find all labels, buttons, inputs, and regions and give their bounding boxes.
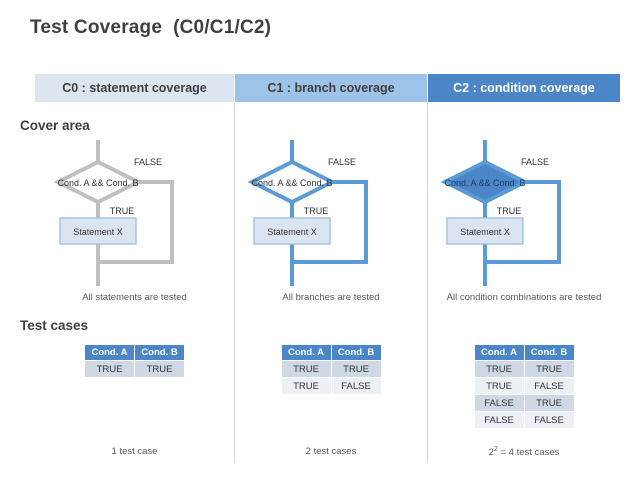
column-header-cell: Cond. A	[473, 344, 525, 361]
table-cell: TRUE	[84, 360, 135, 378]
flow-statement-label-c0: Statement X	[73, 227, 123, 237]
flowchart-c2: Cond. A && Cond. B FALSE TRUE Statement …	[428, 140, 620, 290]
flow-statement-label-c1: Statement X	[267, 227, 317, 237]
table-cell: FALSE	[523, 377, 575, 395]
flow-true-label-c0: TRUE	[110, 206, 135, 216]
flow-condition-label-c0: Cond. A && Cond. B	[57, 178, 138, 188]
table-cell: TRUE	[280, 360, 332, 378]
table-cell: TRUE	[330, 360, 382, 378]
flow-true-label-c1: TRUE	[304, 206, 329, 216]
flow-true-label-c2: TRUE	[497, 206, 522, 216]
row-label-cover-area: Cover area	[20, 118, 90, 133]
test-case-caption-c1: 2 test cases	[305, 446, 357, 457]
table-cell: TRUE	[134, 360, 185, 378]
row-label-test-cases: Test cases	[20, 318, 89, 333]
column-divider-1	[234, 102, 235, 463]
test-case-caption-c0: 1 test case	[111, 446, 158, 457]
test-case-caption-c2: 22 = 4 test cases	[488, 446, 560, 459]
table-cell: FALSE	[473, 394, 525, 412]
table-cell: TRUE	[523, 394, 575, 412]
table-cell: FALSE	[330, 377, 382, 395]
flow-false-label-c2: FALSE	[521, 157, 549, 167]
column-header-cell: Cond. A	[280, 344, 332, 361]
flowchart-c1: Cond. A && Cond. B FALSE TRUE Statement …	[235, 140, 427, 290]
column-divider-2	[427, 102, 428, 463]
flow-caption-c2: All condition combinations are tested	[446, 292, 602, 303]
table-cell: TRUE	[523, 360, 575, 378]
column-header-cell: Cond. B	[134, 344, 185, 361]
flow-caption-c1: All branches are tested	[282, 292, 380, 303]
table-cell: TRUE	[280, 377, 332, 395]
table-cell: FALSE	[473, 411, 525, 429]
exponent: 2	[493, 446, 498, 453]
column-header-c0: C0 : statement coverage	[35, 74, 234, 102]
flowchart-c0: Cond. A && Cond. B FALSE TRUE Statement …	[38, 140, 230, 290]
flow-statement-label-c2: Statement X	[460, 227, 510, 237]
column-header-cell: Cond. B	[523, 344, 575, 361]
column-header-c1: C1 : branch coverage	[235, 74, 427, 102]
flow-false-label-c1: FALSE	[328, 157, 356, 167]
column-header-c2: C2 : condition coverage	[428, 74, 620, 102]
flow-caption-c0: All statements are tested	[82, 292, 187, 303]
table-cell: FALSE	[523, 411, 575, 429]
flow-false-label-c0: FALSE	[134, 157, 162, 167]
flow-condition-label-c1: Cond. A && Cond. B	[251, 178, 332, 188]
column-header-cell: Cond. B	[330, 344, 382, 361]
page-title: Test Coverage (C0/C1/C2)	[30, 17, 272, 38]
flow-condition-label-c2: Cond. A && Cond. B	[444, 178, 525, 188]
table-cell: TRUE	[473, 360, 525, 378]
column-header-cell: Cond. A	[84, 344, 135, 361]
table-cell: TRUE	[473, 377, 525, 395]
